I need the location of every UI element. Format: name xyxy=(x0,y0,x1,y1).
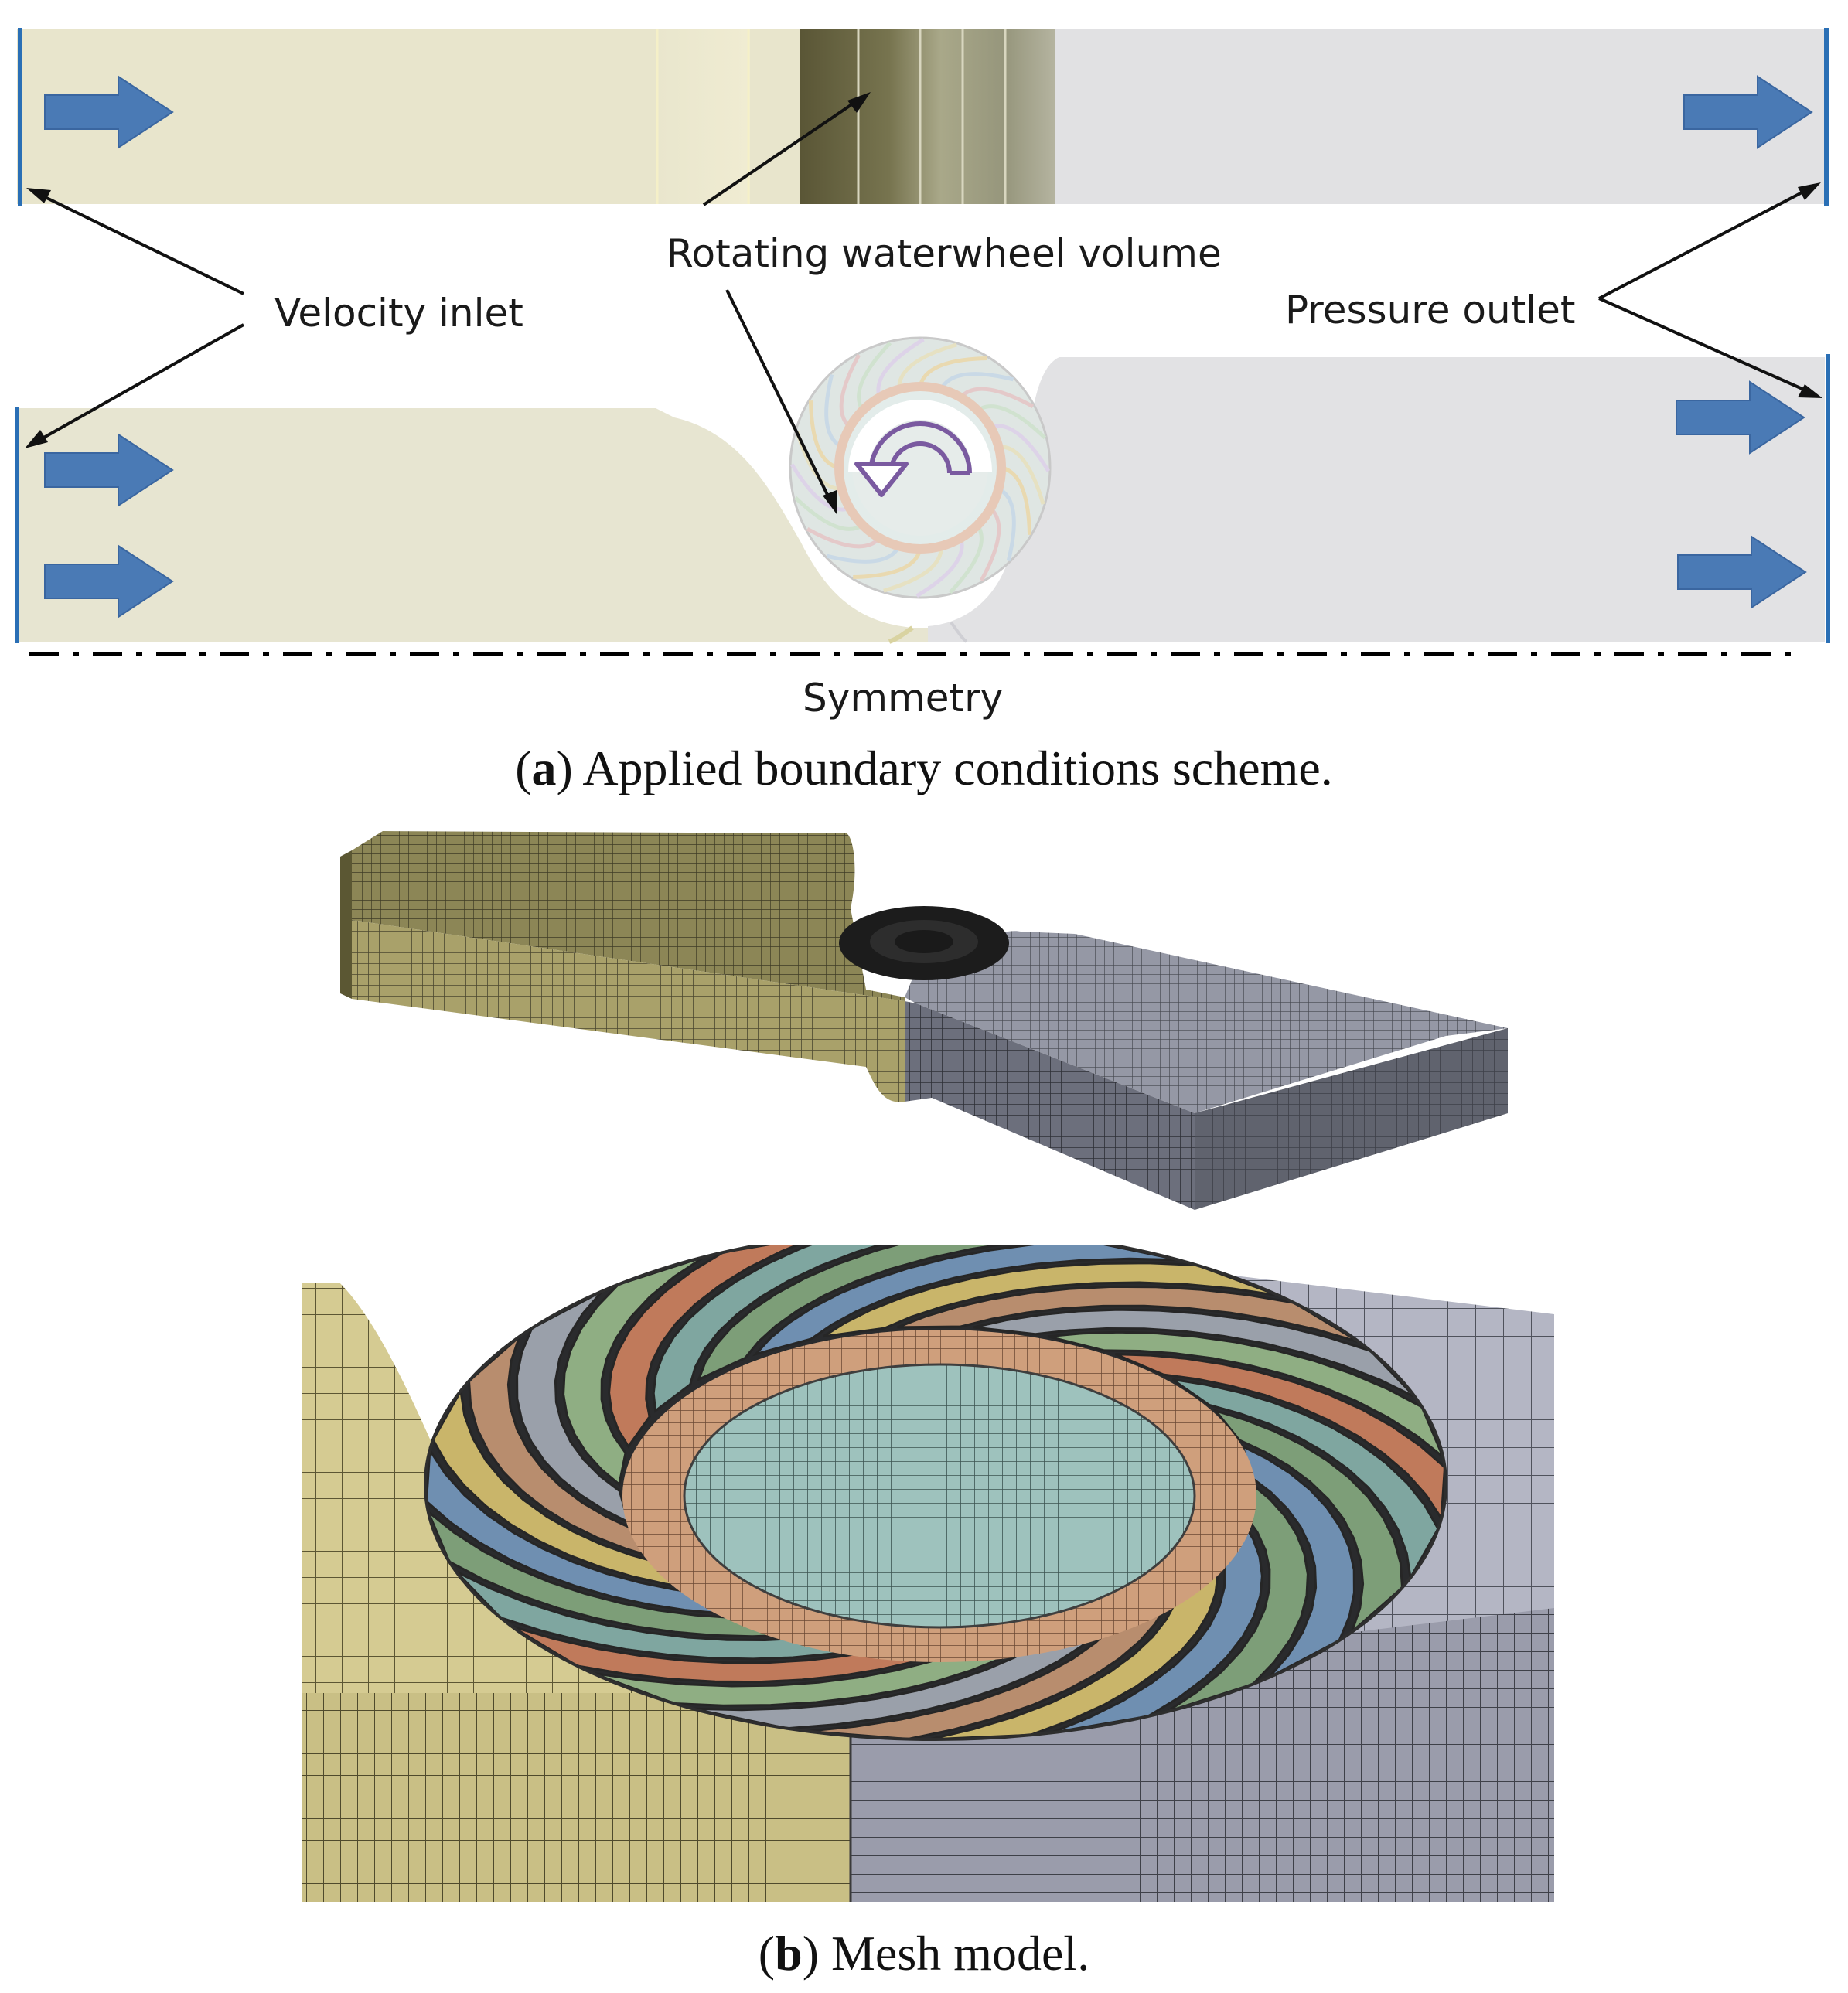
wheel-blade xyxy=(959,387,1035,409)
wheel-blade xyxy=(876,338,925,398)
waterwheel-circle xyxy=(789,336,1052,599)
top-channel xyxy=(17,29,1825,204)
rotor-blade-mesh xyxy=(697,1245,1008,1382)
flow-arrow-icon xyxy=(44,75,174,149)
wheel-blade xyxy=(808,400,840,470)
wheel-blade xyxy=(976,404,1047,440)
flow-arrow-icon xyxy=(1677,535,1807,609)
panel-b-mesh-detail xyxy=(302,1245,1554,1902)
wheel-blade xyxy=(1001,465,1032,535)
rotation-arrow-head xyxy=(854,462,909,497)
wheel-blade xyxy=(883,546,943,593)
wheel-blade xyxy=(824,373,843,449)
wheel-blade xyxy=(806,526,881,549)
wheel-blade xyxy=(998,445,1045,505)
detail-inlet-side xyxy=(302,1693,851,1902)
label-symmetry: Symmetry xyxy=(803,676,1003,721)
rotor-blade-mesh xyxy=(652,1245,885,1413)
wheel-blade xyxy=(918,356,987,387)
annotation-arrows xyxy=(25,92,1822,514)
wheel-blade xyxy=(997,486,1016,562)
outlet-block-top xyxy=(905,931,1508,1113)
wheel-blade xyxy=(915,537,964,598)
flow-arrow-icon xyxy=(44,433,174,507)
wheel-blade xyxy=(990,424,1050,472)
detail-rotor-core xyxy=(684,1364,1195,1627)
wheel-blade xyxy=(897,342,957,390)
wheel-blade xyxy=(948,523,984,594)
flow-arrow-icon xyxy=(44,544,174,618)
wheel-blade xyxy=(857,341,892,412)
detail-inlet-top xyxy=(302,1283,851,1700)
label-rotating-waterwheel-volume: Rotating waterwheel volume xyxy=(667,231,1222,276)
rotating-volume-band xyxy=(800,29,1055,204)
caption-a: (a) Applied boundary conditions scheme. xyxy=(515,741,1333,795)
wheel-blade xyxy=(793,496,864,531)
inlet-block-top xyxy=(352,831,905,1001)
panel-b-mesh-overview xyxy=(340,831,1508,1210)
inlet-block-front xyxy=(352,920,905,1102)
flow-arrow-icon xyxy=(1683,75,1813,149)
wheel-blade xyxy=(979,506,1001,582)
outlet-block-front xyxy=(905,1001,1195,1210)
label-pressure-outlet: Pressure outlet xyxy=(1285,288,1576,332)
caption-b: (b) Mesh model. xyxy=(759,1926,1089,1981)
flow-arrows xyxy=(44,75,1813,618)
bottom-channel xyxy=(17,357,1825,644)
panel-a: Rotating waterwheel volume Velocity inle… xyxy=(15,28,1830,795)
wheel-blade xyxy=(790,463,851,512)
wheel-blade xyxy=(939,372,1014,390)
wheel-blade xyxy=(826,545,902,564)
rotor-blade-mesh xyxy=(608,1245,801,1449)
wheel-blade xyxy=(853,548,922,580)
flow-arrow-icon xyxy=(1676,380,1805,455)
label-velocity-inlet: Velocity inlet xyxy=(274,291,523,336)
wheel-blade xyxy=(839,353,861,429)
